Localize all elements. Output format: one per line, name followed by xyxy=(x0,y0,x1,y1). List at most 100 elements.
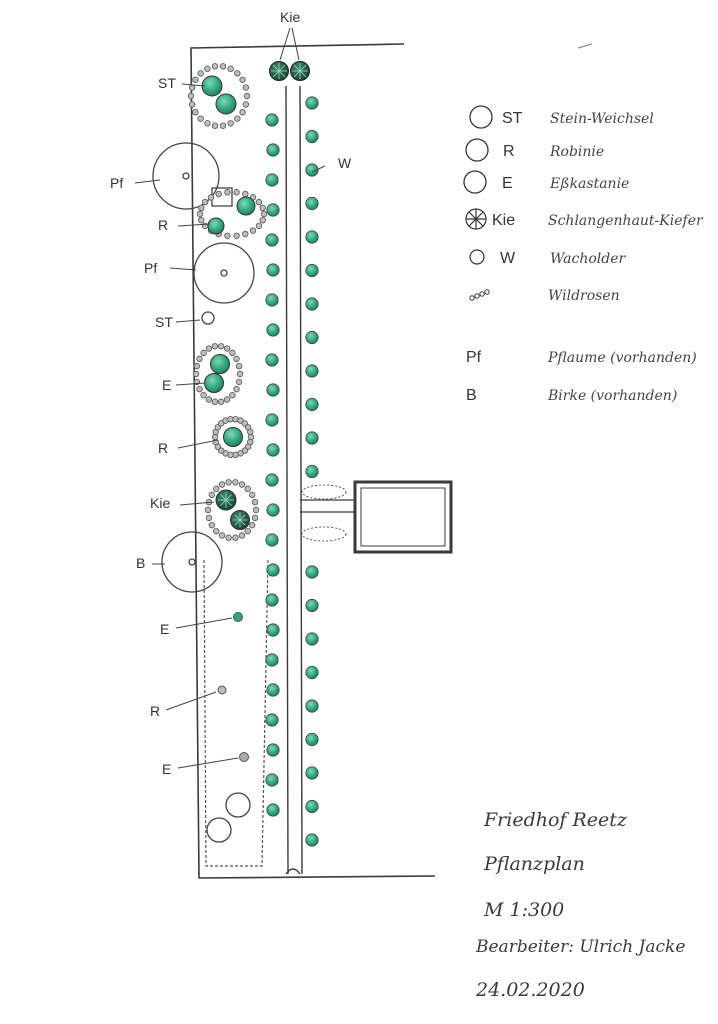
juniper-left xyxy=(266,443,280,457)
label-kie-2: Kie xyxy=(150,495,170,511)
juniper-left xyxy=(266,263,280,277)
juniper-right xyxy=(305,397,319,412)
circle-icon xyxy=(469,105,493,129)
label-e-3: E xyxy=(162,761,171,777)
juniper-left xyxy=(266,203,280,217)
legend-text-b: Birke (vorhanden) xyxy=(547,388,677,404)
juniper-left xyxy=(265,113,279,127)
juniper-right xyxy=(305,129,319,144)
juniper-right xyxy=(305,431,319,445)
juniper-left xyxy=(266,503,280,517)
label-r-2: R xyxy=(158,440,168,456)
label-pf-1: Pf xyxy=(110,175,123,191)
legend-text-st: Stein-Weichsel xyxy=(550,111,654,127)
label-top-kie: Kie xyxy=(280,9,300,25)
juniper-right xyxy=(305,230,319,244)
juniper-rows xyxy=(265,96,319,847)
birch-tree xyxy=(161,531,223,593)
legend-abbr-e: E xyxy=(502,175,513,192)
juniper-right xyxy=(305,732,319,747)
label-e-2: E xyxy=(160,621,169,637)
title-plan: Pflanzplan xyxy=(483,853,585,875)
small-existing-2 xyxy=(206,817,232,843)
circle-icon xyxy=(463,170,487,194)
legend-abbr-st: ST xyxy=(502,110,523,127)
existing-trees xyxy=(152,142,255,843)
hedge-small-trees xyxy=(217,612,249,762)
juniper-left xyxy=(265,413,279,427)
juniper-left xyxy=(266,143,280,157)
wildrose-hedge xyxy=(203,559,269,867)
juniper-left xyxy=(266,623,280,637)
juniper-left xyxy=(265,713,279,727)
leader-lines xyxy=(134,27,326,769)
juniper-right xyxy=(305,297,319,311)
site-boundary xyxy=(190,43,436,879)
juniper-right xyxy=(305,163,319,177)
label-b: B xyxy=(136,555,145,571)
juniper-right xyxy=(305,665,319,680)
wildrose-patches xyxy=(301,484,347,542)
robinia-group-1 xyxy=(196,189,268,239)
juniper-left xyxy=(265,593,279,607)
label-pf-2: Pf xyxy=(144,260,157,276)
label-w: W xyxy=(338,155,352,171)
juniper-right xyxy=(305,330,319,345)
legend-abbr-b: B xyxy=(466,387,477,404)
wildrose-icon xyxy=(469,289,490,301)
juniper-right xyxy=(305,464,319,479)
chestnut-small-2 xyxy=(239,752,249,762)
stein-weichsel-group xyxy=(187,63,251,129)
label-r-3: R xyxy=(150,703,160,719)
label-e-1: E xyxy=(162,377,171,393)
pine-pair-top xyxy=(269,61,310,81)
small-st-tree xyxy=(201,311,215,325)
pine-star-icon xyxy=(465,208,487,230)
robinia-small xyxy=(217,685,227,695)
legend-text-e: Eßkastanie xyxy=(549,176,629,192)
juniper-right xyxy=(305,632,319,646)
juniper-left xyxy=(265,353,279,367)
juniper-right xyxy=(305,766,319,780)
legend-abbr-r: R xyxy=(503,143,515,160)
chestnut-small-1 xyxy=(233,612,243,622)
juniper-left xyxy=(265,473,279,487)
label-st-1: ST xyxy=(158,75,176,91)
juniper-left xyxy=(265,233,279,247)
juniper-right xyxy=(305,196,319,211)
legend-abbr-kie: Kie xyxy=(492,212,515,229)
juniper-right xyxy=(305,565,319,579)
legend-text-wildrose: Wildrosen xyxy=(548,288,620,304)
chestnut-group-1 xyxy=(192,343,244,405)
pine-group-2 xyxy=(204,479,260,541)
title-author: Bearbeiter: Ulrich Jacke xyxy=(475,937,685,957)
juniper-right xyxy=(305,799,319,814)
juniper-left xyxy=(266,383,280,397)
juniper-right xyxy=(305,699,319,713)
juniper-left xyxy=(265,293,279,307)
juniper-left xyxy=(265,173,279,187)
label-r-1: R xyxy=(158,217,168,233)
legend-text-kie: Schlangenhaut-Kiefer xyxy=(548,213,704,229)
legend-text-w: Wacholder xyxy=(550,251,627,267)
building xyxy=(353,480,453,554)
robinia-group-2 xyxy=(211,415,255,459)
central-path xyxy=(285,85,303,875)
title-date: 24.02.2020 xyxy=(475,979,585,1001)
juniper-right xyxy=(305,96,319,110)
juniper-left xyxy=(265,653,279,667)
juniper-right xyxy=(305,598,319,613)
legend-abbr-w: W xyxy=(500,250,516,267)
small-existing-1 xyxy=(225,792,251,818)
juniper-right xyxy=(305,263,319,278)
label-st-2: ST xyxy=(155,314,173,330)
plum-tree-2 xyxy=(193,242,255,304)
legend-text-r: Robinie xyxy=(549,144,604,160)
plan-labels: Kie ST Pf R Pf ST E R Kie B E R E W xyxy=(110,9,352,777)
title-place: Friedhof Reetz xyxy=(483,809,628,831)
stray-mark xyxy=(577,43,593,49)
juniper-right xyxy=(305,833,319,847)
legend: ST R E Kie W Stein-Weichsel Robinie Eßka… xyxy=(463,105,704,404)
small-circle-icon xyxy=(469,249,485,265)
